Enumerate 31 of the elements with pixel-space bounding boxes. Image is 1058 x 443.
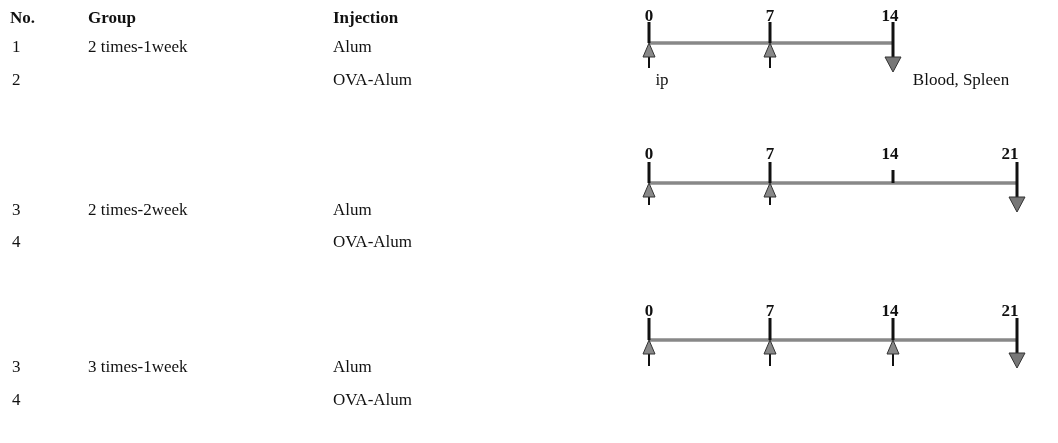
day-label: 0 [644,6,654,26]
group-name: 3 times-1week [88,357,188,377]
group-name: 2 times-2week [88,200,188,220]
timeline-note: Blood, Spleen [912,70,1010,90]
injection-name: OVA-Alum [333,390,413,410]
injection-name: OVA-Alum [333,232,413,252]
day-label: 7 [765,301,775,321]
column-header: No. [10,8,36,28]
injection-name: Alum [333,200,372,220]
day-label: 0 [644,144,654,164]
group-number: 4 [12,232,21,252]
day-label: 7 [765,144,775,164]
injection-name: Alum [333,357,372,377]
group-number: 3 [12,200,21,220]
day-label: 14 [881,6,899,26]
day-label: 0 [644,301,654,321]
column-header: Injection [333,8,399,28]
column-header: Group [88,8,136,28]
day-label: 7 [765,6,775,26]
day-label: 21 [1001,301,1019,321]
day-label: 14 [881,301,899,321]
group-number: 2 [12,70,21,90]
timeline-note: ip [655,70,669,90]
group-name: 2 times-1week [88,37,188,57]
injection-name: OVA-Alum [333,70,413,90]
day-label: 14 [881,144,899,164]
group-number: 4 [12,390,21,410]
group-number: 1 [12,37,21,57]
injection-name: Alum [333,37,372,57]
day-label: 21 [1001,144,1019,164]
group-number: 3 [12,357,21,377]
